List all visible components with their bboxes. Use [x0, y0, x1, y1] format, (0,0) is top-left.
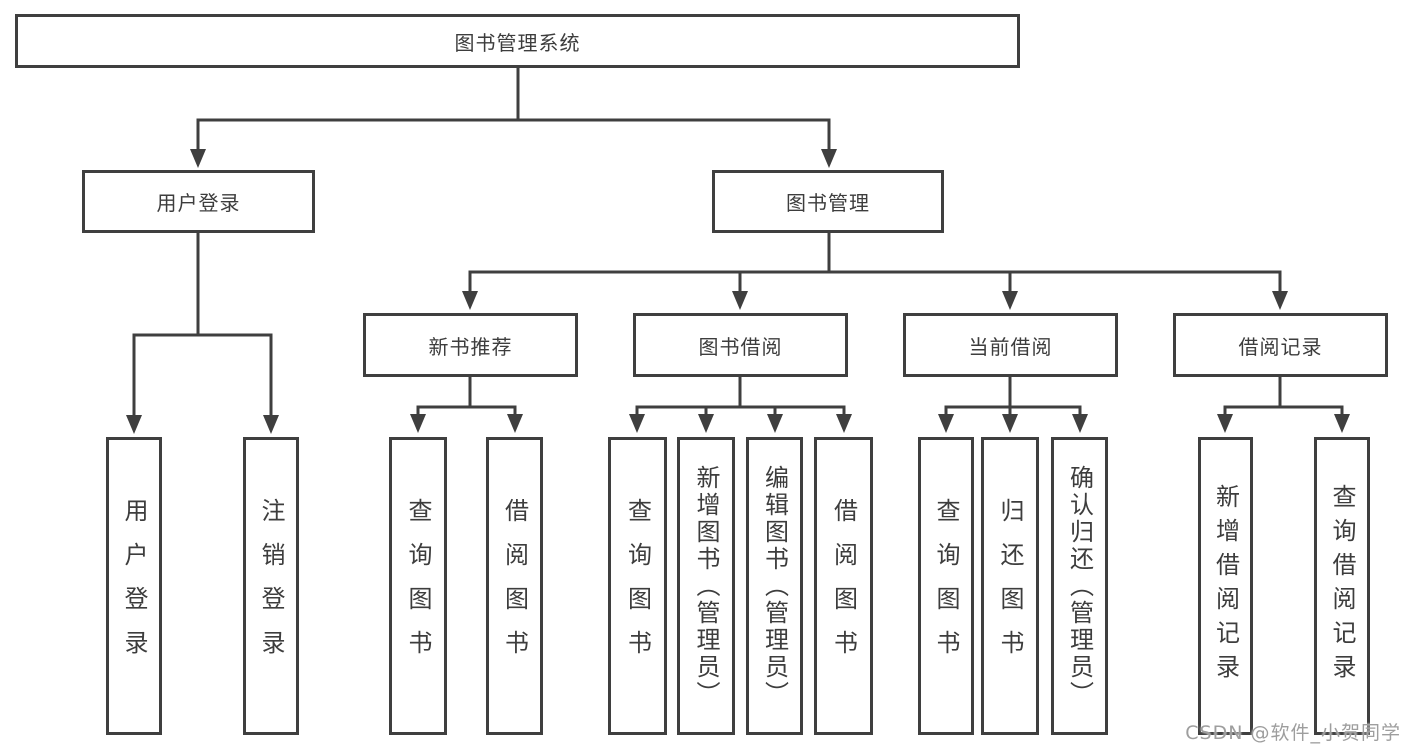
leaf-query-books-borrow: 查询图书 [608, 437, 667, 735]
node-new-book-recommend: 新书推荐 [363, 313, 578, 377]
leaf-add-borrow-record: 新增借阅记录 [1198, 437, 1253, 735]
arrowheads [126, 149, 1350, 434]
csdn-watermark: CSDN @软件_小贺同学 [1185, 722, 1401, 744]
node-library-system: 图书管理系统 [15, 14, 1020, 68]
leaf-query-books-borrow-label: 查询图书 [623, 498, 652, 674]
node-book-borrow: 图书借阅 [633, 313, 848, 377]
leaf-edit-books-admin-label: 编辑图书（管理员） [760, 464, 789, 708]
node-new-book-recommend-label: 新书推荐 [428, 334, 513, 359]
leaf-confirm-return-admin-label: 确认归还（管理员） [1065, 464, 1094, 708]
leaf-user-login-label: 用户登录 [120, 498, 148, 674]
leaf-query-books-recommend-label: 查询图书 [404, 498, 432, 674]
leaf-add-borrow-record-label: 新增借阅记录 [1211, 484, 1240, 688]
leaf-borrow-books-recommend-label: 借阅图书 [500, 498, 529, 674]
node-book-management-label: 图书管理 [786, 191, 870, 215]
leaf-logout-label: 注销登录 [257, 498, 285, 674]
leaf-query-borrow-record: 查询借阅记录 [1314, 437, 1370, 735]
leaf-query-borrow-record-label: 查询借阅记录 [1328, 484, 1356, 688]
leaf-edit-books-admin: 编辑图书（管理员） [746, 437, 803, 735]
node-current-borrow: 当前借阅 [903, 313, 1118, 377]
leaf-return-books-label: 归还图书 [996, 498, 1024, 674]
leaf-query-books-recommend: 查询图书 [389, 437, 447, 735]
leaf-query-books-current-label: 查询图书 [932, 498, 960, 674]
node-borrow-records-label: 借阅记录 [1238, 334, 1323, 359]
node-current-borrow-label: 当前借阅 [968, 334, 1053, 359]
node-library-system-label: 图书管理系统 [454, 30, 581, 55]
leaf-user-login: 用户登录 [106, 437, 162, 735]
leaf-add-books-admin: 新增图书（管理员） [677, 437, 735, 735]
node-borrow-records: 借阅记录 [1173, 313, 1388, 377]
leaf-borrow-books: 借阅图书 [814, 437, 873, 735]
node-user-login: 用户登录 [82, 170, 315, 233]
leaf-confirm-return-admin: 确认归还（管理员） [1051, 437, 1108, 735]
node-user-login-label: 用户登录 [156, 191, 241, 215]
leaf-logout: 注销登录 [243, 437, 299, 735]
leaf-borrow-books-recommend: 借阅图书 [486, 437, 543, 735]
node-book-borrow-label: 图书借阅 [698, 334, 783, 359]
leaf-add-books-admin-label: 新增图书（管理员） [692, 464, 720, 708]
leaf-return-books: 归还图书 [981, 437, 1039, 735]
leaf-borrow-books-label: 借阅图书 [829, 498, 858, 674]
leaf-query-books-current: 查询图书 [918, 437, 974, 735]
node-book-management: 图书管理 [712, 170, 944, 233]
